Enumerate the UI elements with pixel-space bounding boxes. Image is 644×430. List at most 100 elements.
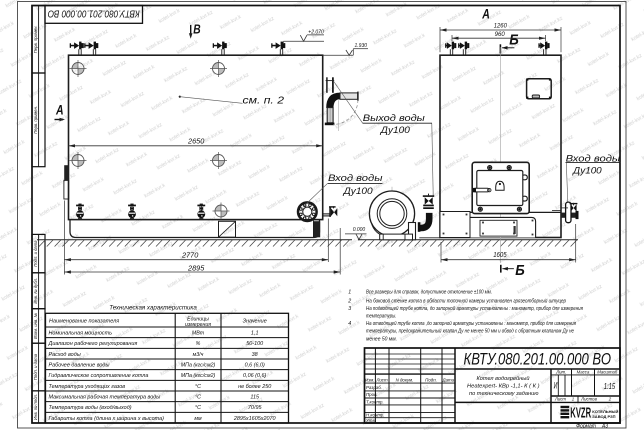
svg-text:Температура воды (вход/выход): Температура воды (вход/выход) bbox=[49, 405, 132, 411]
svg-text:+2.070: +2.070 bbox=[308, 29, 324, 35]
svg-text:Подп. и дата: Подп. и дата bbox=[33, 240, 38, 267]
svg-text:КВТУ.080.201.00.000 ВО: КВТУ.080.201.00.000 ВО bbox=[48, 8, 140, 20]
svg-text:Утв.: Утв. bbox=[366, 418, 376, 423]
svg-text:50-100: 50-100 bbox=[246, 341, 263, 347]
svg-text:Ду100: Ду100 bbox=[572, 165, 602, 176]
svg-text:Изм.: Изм. bbox=[365, 377, 374, 382]
svg-text:Рабочее давление воды: Рабочее давление воды bbox=[49, 362, 110, 368]
svg-text:Техническая характеристика: Техническая характеристика bbox=[109, 304, 197, 311]
svg-text:2: 2 bbox=[608, 397, 612, 402]
svg-text:А3: А3 bbox=[601, 423, 608, 429]
svg-text:не более 250: не более 250 bbox=[238, 384, 271, 390]
svg-text:Пров.: Пров. bbox=[366, 392, 378, 397]
svg-text:Диапазон рабочего регулировани: Диапазон рабочего регулирования bbox=[48, 341, 138, 347]
svg-text:1260: 1260 bbox=[494, 23, 508, 30]
svg-text:Все размеры для справок, допус: Все размеры для справок, допустимое откл… bbox=[366, 290, 492, 296]
svg-text:мм: мм bbox=[194, 416, 202, 422]
svg-text:KVZR: KVZR bbox=[570, 406, 591, 422]
svg-text:Перв. примен.: Перв. примен. bbox=[33, 25, 38, 53]
svg-text:960: 960 bbox=[495, 31, 506, 38]
svg-text:Котел водогрейный: Котел водогрейный bbox=[477, 375, 530, 382]
svg-text:Н.контр.: Н.контр. bbox=[366, 413, 385, 418]
svg-text:Вход воды: Вход воды bbox=[328, 173, 383, 184]
svg-text:%: % bbox=[196, 341, 201, 347]
svg-text:м3/ч: м3/ч bbox=[193, 352, 204, 358]
svg-text:Значение: Значение bbox=[243, 319, 267, 325]
svg-text:Лист: Лист bbox=[554, 397, 566, 402]
svg-text:температуры, предохранительный: температуры, предохранительный клапан Ду… bbox=[366, 328, 574, 335]
svg-text:2650: 2650 bbox=[187, 139, 205, 146]
svg-text:1: 1 bbox=[572, 397, 575, 402]
svg-text:На отводящей трубе котла ,до з: На отводящей трубе котла ,до запорной ар… bbox=[366, 320, 576, 327]
svg-text:1.930: 1.930 bbox=[355, 43, 368, 49]
svg-text:температуры.: температуры. bbox=[366, 313, 397, 319]
svg-text:2: 2 bbox=[347, 299, 351, 305]
svg-text:Взам. инв. №: Взам. инв. № bbox=[33, 313, 38, 339]
svg-text:N докум.: N докум. bbox=[396, 377, 414, 382]
svg-text:3: 3 bbox=[348, 306, 351, 312]
svg-text:Масса: Масса bbox=[577, 369, 590, 374]
svg-text:по техническому заданию: по техническому заданию bbox=[469, 391, 539, 397]
svg-text:0,06 (0,6): 0,06 (0,6) bbox=[243, 373, 266, 379]
svg-text:Выход воды: Выход воды bbox=[363, 113, 425, 124]
svg-text:1: 1 bbox=[348, 290, 351, 296]
svg-text:см. п. 2: см. п. 2 bbox=[243, 94, 285, 106]
svg-text:115: 115 bbox=[250, 394, 260, 400]
svg-text:И: И bbox=[554, 381, 558, 391]
svg-text:Ду100: Ду100 bbox=[343, 186, 374, 197]
svg-text:1,1: 1,1 bbox=[251, 330, 259, 336]
svg-text:70/95: 70/95 bbox=[248, 405, 263, 411]
svg-text:измерения: измерения bbox=[185, 322, 211, 328]
svg-text:Лит.: Лит. bbox=[555, 369, 566, 374]
svg-text:Heatexpert- КВр -1,1- К ( К ): Heatexpert- КВр -1,1- К ( К ) bbox=[467, 383, 540, 389]
svg-text:°С: °С bbox=[195, 394, 201, 400]
svg-text:°С: °С bbox=[195, 405, 201, 411]
svg-text:2895: 2895 bbox=[187, 265, 205, 272]
svg-text:2770: 2770 bbox=[181, 253, 199, 260]
svg-text:МВт: МВт bbox=[192, 330, 205, 336]
svg-text:Ду100: Ду100 bbox=[380, 125, 411, 136]
svg-text:Лист: Лист bbox=[375, 377, 388, 382]
svg-text:Формат: Формат bbox=[576, 423, 596, 429]
svg-text:МПа (кгс/см2): МПа (кгс/см2) bbox=[181, 362, 216, 368]
svg-text:Температура уходящих газов: Температура уходящих газов bbox=[49, 384, 126, 390]
svg-text:0.000: 0.000 bbox=[353, 227, 366, 233]
svg-text:1:15: 1:15 bbox=[604, 381, 616, 391]
svg-text:Вход воды: Вход воды bbox=[566, 154, 621, 165]
svg-text:А: А bbox=[481, 6, 489, 22]
svg-text:0,6 (6,0): 0,6 (6,0) bbox=[245, 362, 265, 368]
svg-text:Расход воды: Расход воды bbox=[49, 352, 81, 358]
svg-text:На боковой стенке котла в обла: На боковой стенке котла в области топочн… bbox=[366, 298, 566, 305]
svg-text:Т.контр.: Т.контр. bbox=[366, 399, 384, 404]
svg-text:Масштаб: Масштаб bbox=[597, 369, 618, 374]
svg-text:КВТУ.080.201.00.000 ВО: КВТУ.080.201.00.000 ВО bbox=[464, 351, 612, 369]
svg-text:В: В bbox=[193, 21, 200, 36]
svg-text:Разраб.: Разраб. bbox=[366, 385, 382, 390]
svg-text:Б: Б bbox=[515, 263, 525, 279]
svg-text:Инв. № подл.: Инв. № подл. bbox=[33, 394, 38, 420]
svg-text:менее 50 мм.: менее 50 мм. bbox=[366, 336, 397, 342]
svg-text:Габариты котла (длина х ширина: Габариты котла (длина х ширина х высота) bbox=[49, 416, 165, 422]
svg-text:КОТЕЛЬНЫЙ: КОТЕЛЬНЫЙ bbox=[592, 409, 618, 414]
svg-text:На подводящей трубе котла, д: На подводящей трубе котла, до запорной а… bbox=[366, 305, 583, 312]
svg-text:Подп. и дата: Подп. и дата bbox=[33, 353, 38, 380]
svg-text:2895х1605х2070: 2895х1605х2070 bbox=[233, 416, 276, 422]
svg-text:Номинальная мощность: Номинальная мощность bbox=[49, 330, 113, 336]
svg-text:Подп.: Подп. bbox=[425, 377, 437, 382]
svg-text:Листов: Листов bbox=[580, 397, 597, 402]
svg-text:1605: 1605 bbox=[493, 252, 507, 259]
svg-text:38: 38 bbox=[252, 352, 258, 358]
svg-text:Дата: Дата bbox=[442, 377, 455, 382]
svg-text:Наименование показателя: Наименование показателя bbox=[49, 319, 119, 325]
svg-text:ЗАВОД РЗП: ЗАВОД РЗП bbox=[592, 414, 615, 419]
svg-text:Максимальная рабочая температу: Максимальная рабочая температура воды bbox=[49, 394, 161, 400]
svg-text:°С: °С bbox=[195, 384, 201, 390]
svg-text:Единицы: Единицы bbox=[187, 317, 209, 323]
svg-text:Перв. примен.: Перв. примен. bbox=[33, 106, 38, 134]
svg-text:Гидравлическое сопротивление к: Гидравлическое сопротивление котла bbox=[49, 373, 149, 379]
svg-text:Инв. № дубл.: Инв. № дубл. bbox=[33, 278, 38, 304]
svg-text:Б: Б bbox=[509, 33, 519, 49]
svg-text:МПа (кгс/см2): МПа (кгс/см2) bbox=[181, 373, 216, 379]
svg-text:4: 4 bbox=[348, 321, 351, 327]
svg-text:А: А bbox=[55, 102, 63, 117]
